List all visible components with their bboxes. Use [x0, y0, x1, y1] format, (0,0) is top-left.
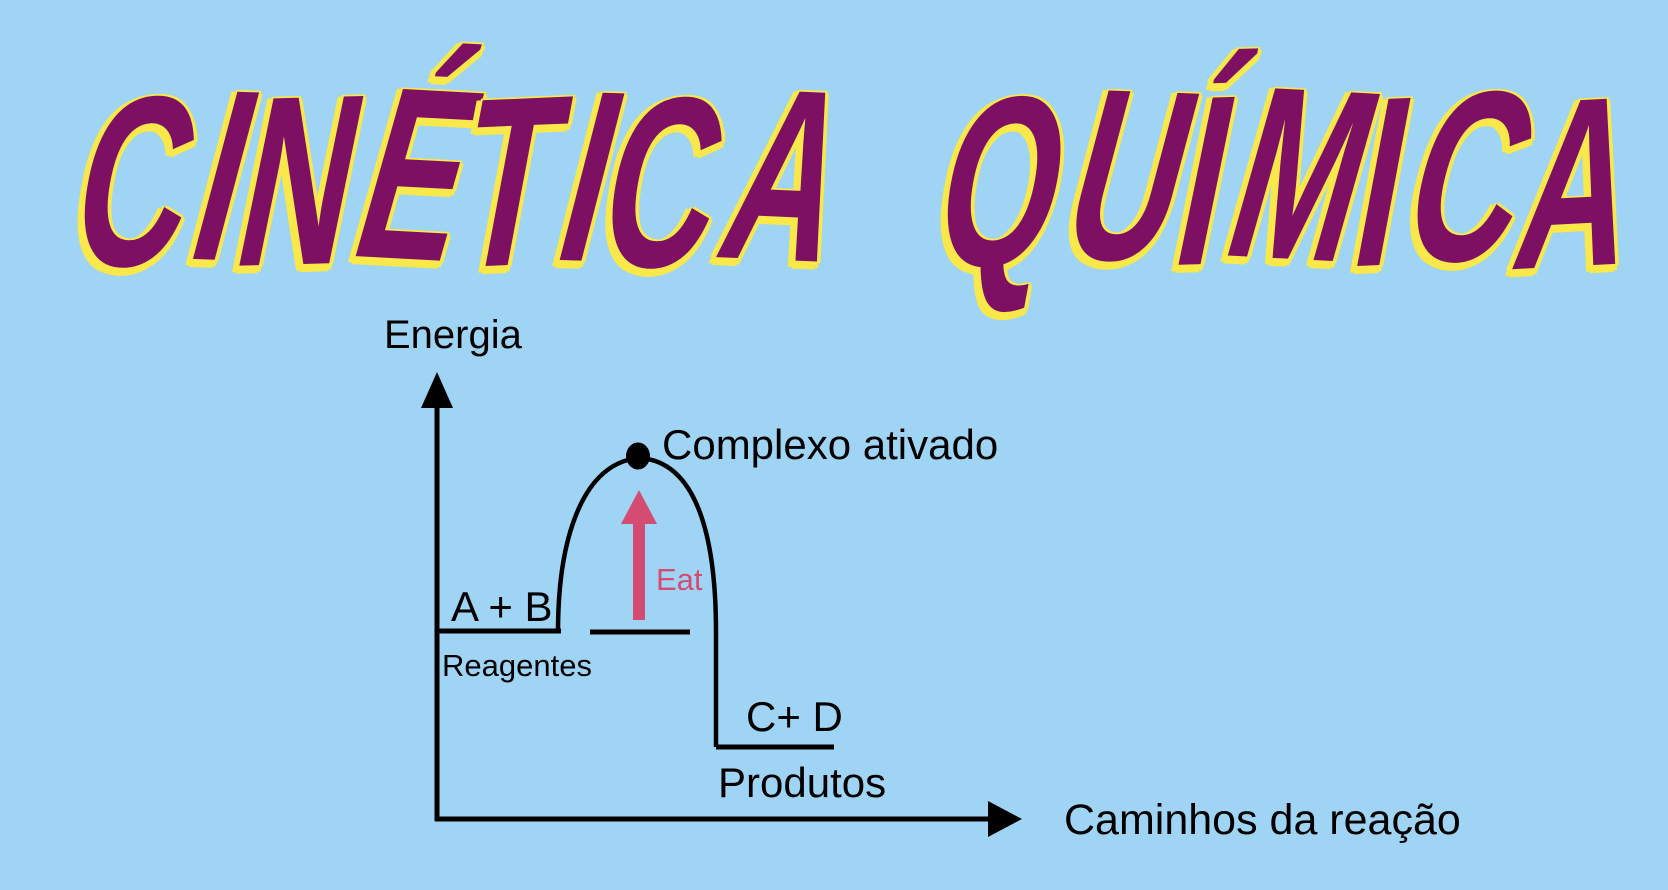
- reactants-label: Reagentes: [442, 648, 592, 683]
- products-formula: C+ D: [746, 693, 843, 740]
- activated-complex-dot: [626, 442, 650, 470]
- products-label: Produtos: [718, 759, 887, 806]
- reactants-formula: A + B: [451, 583, 553, 630]
- x-axis-label: Caminhos da reação: [1064, 796, 1461, 844]
- y-axis-label: Energia: [384, 313, 522, 357]
- activation-arrow-shaft: [633, 520, 645, 620]
- y-axis-arrow-icon: [421, 372, 453, 408]
- activated-complex-label: Complexo ativado: [662, 421, 999, 468]
- activation-energy-label: Eat: [656, 562, 703, 597]
- activation-arrow-icon: [621, 490, 657, 524]
- x-axis-arrow-icon: [988, 801, 1022, 837]
